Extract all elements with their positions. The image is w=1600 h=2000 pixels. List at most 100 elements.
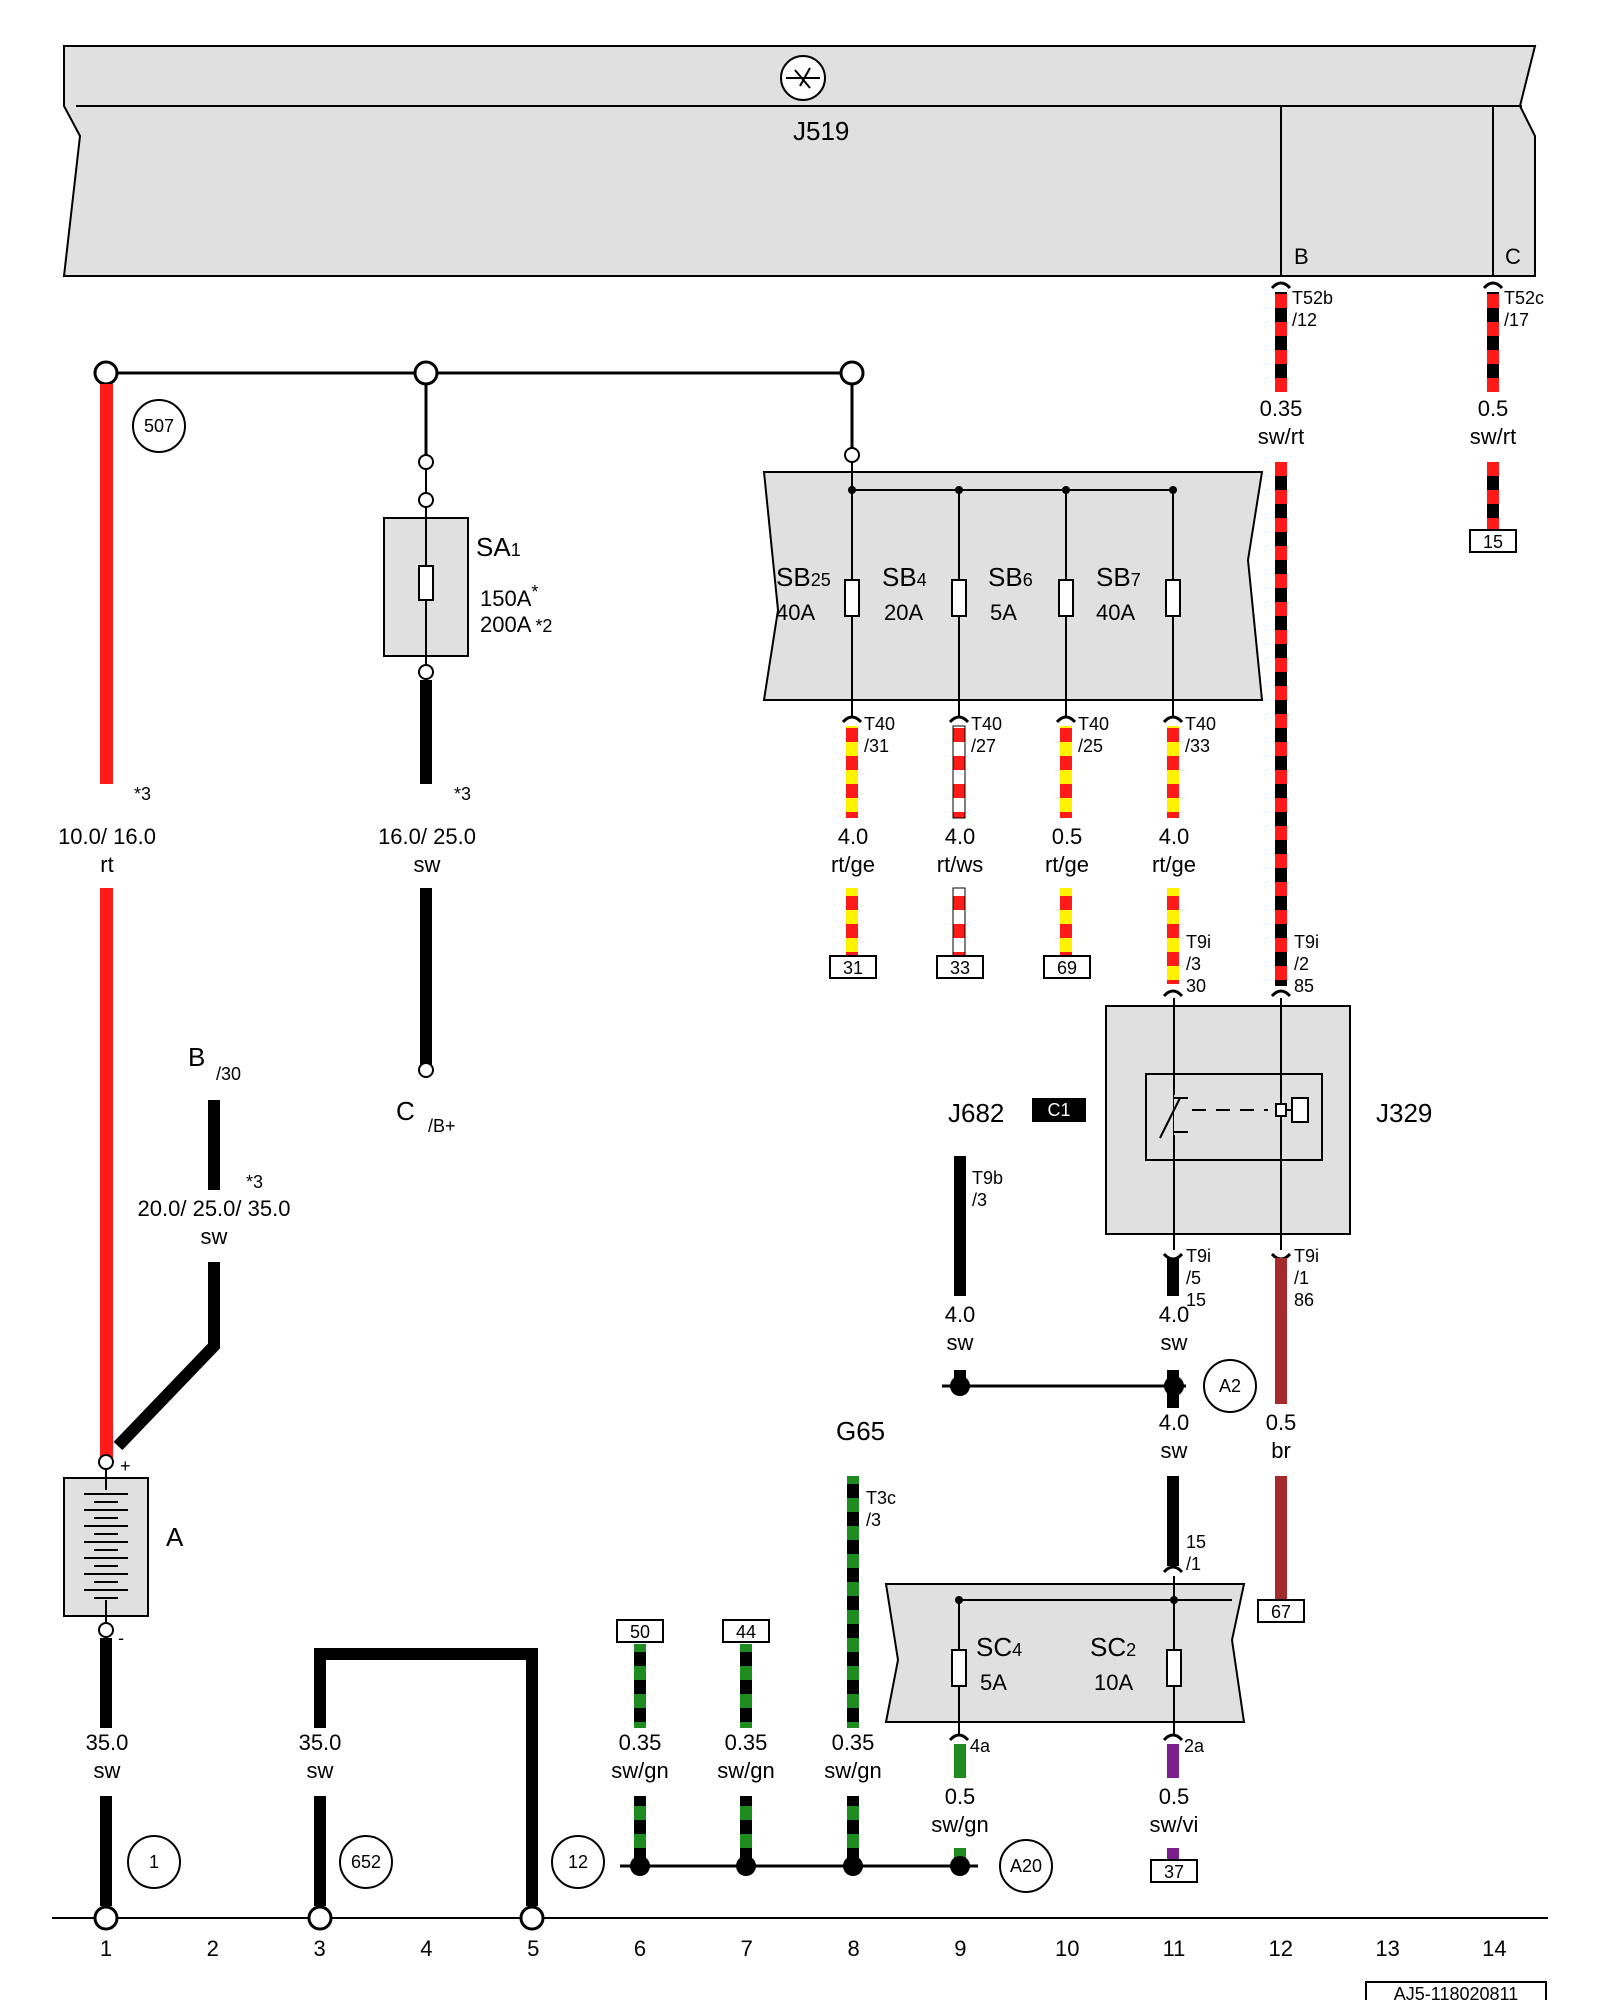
wire-color: rt [100,852,113,877]
ruler-number: 5 [527,1936,539,1961]
image-id-box: AJ5-118020811 [1365,1981,1547,2000]
sb6-rating: 5A [990,600,1017,625]
wire-size: 35.0 [299,1730,342,1755]
svg-text:SB7: SB7 [1096,562,1141,592]
conn-t9i: T9i [1186,1246,1211,1266]
wire-color: sw/gn [717,1758,774,1783]
ruler-number: 8 [847,1936,859,1961]
sb25-name: SB [776,562,811,592]
wire-size: 0.35 [1260,396,1303,421]
ref-box: 37 [1164,1862,1184,1882]
sb7-rating: 40A [1096,600,1135,625]
ruler-number: 10 [1055,1936,1079,1961]
svg-text:SB6: SB6 [988,562,1033,592]
wire-size: 4.0 [945,1302,976,1327]
circle-652: 652 [351,1852,381,1872]
battery-a: + - A [63,1454,184,1648]
sb7-name: SB [1096,562,1131,592]
terminal: 30 [1186,976,1206,996]
wire-color: sw/vi [1150,1812,1199,1837]
sa1-name: SA [476,532,511,562]
fuse-sa1: SA1 150A* 200A*2 [383,384,552,680]
wire-note: *3 [134,784,151,804]
circle-507: 507 [144,416,174,436]
conn-t40: T40 [1078,714,1109,734]
sa1-star2: *2 [535,616,552,636]
svg-text:G65: G65 [836,1416,885,1446]
wire-size: 0.35 [619,1730,662,1755]
sb6-name: SB [988,562,1023,592]
ruler-number: 2 [207,1936,219,1961]
sa1-rating1: 150A [480,586,532,611]
conn-pin: /33 [1185,736,1210,756]
j682-group: J682 C1 T9b /3 4.0 sw [945,1098,1086,1386]
conn-t9b: T9b [972,1168,1003,1188]
conn-t52c-pin: /17 [1504,310,1529,330]
sa1-sub: 1 [511,540,521,560]
conn-pin: /5 [1186,1268,1201,1288]
conn-pin: /27 [971,736,996,756]
splice-a2: A2 [942,1359,1257,1413]
wire-ground-3: 35.0 sw 652 [299,1648,538,1906]
svg-text:SB4: SB4 [882,562,927,592]
b30-pin: /30 [216,1064,241,1084]
sc4-name: SC [976,1632,1012,1662]
sc2-sub: 2 [1126,1640,1136,1660]
wire-size: 4.0 [1159,824,1190,849]
conn-pin: 2a [1184,1736,1205,1756]
ground-symbol-icon [780,55,826,101]
wire-a2-down: 4.0 sw 15 /1 [1159,1386,1206,1574]
svg-text:SC4: SC4 [976,1632,1022,1662]
wire-j329-86: 0.5 br 67 [1257,1258,1305,1623]
b30-name: B [188,1042,205,1072]
circle-a2: A2 [1219,1376,1241,1396]
conn-pin: /31 [864,736,889,756]
sc-in-bot: /1 [1186,1554,1201,1574]
conn-pin: /25 [1078,736,1103,756]
wire-ground-1: 35.0 sw 1 [86,1638,181,1906]
wire-size: 0.35 [725,1730,768,1755]
wire-color: sw/rt [1470,424,1516,449]
ruler-number: 3 [313,1936,325,1961]
ref-box: 67 [1271,1602,1291,1622]
sb25-sub: 25 [811,570,831,590]
battery-label: A [166,1522,184,1552]
sb4-name: SB [882,562,917,592]
wire-j519-c: T52c /17 0.5 sw/rt 15 [1469,281,1544,553]
circle-12: 12 [568,1852,588,1872]
ruler-number: 11 [1163,1936,1186,1961]
sb6-sub: 6 [1023,570,1033,590]
wire-t40-27: T40 /27 4.0 rt/ws 33 [936,714,1002,979]
ref-box: 44 [736,1622,756,1642]
c-name: C [396,1096,415,1126]
wire-color: sw [1161,1438,1188,1463]
sc4-sub: 4 [1012,1640,1022,1660]
wire-color: sw [94,1758,121,1783]
sa1-rating2: 200A [480,612,532,637]
wire-t40-25: T40 /25 0.5 rt/ge 69 [1043,714,1109,979]
wire-note: *3 [246,1172,263,1192]
wire-t40-31: T40 /31 4.0 rt/ge 31 [829,714,895,979]
g65-label: G65 [836,1416,885,1446]
fuse-panel-sb: SB25 40A SB4 20A SB6 5A SB7 40A [762,384,1264,716]
wire-note: *3 [454,784,471,804]
ruler-number: 9 [954,1936,966,1961]
wire-size: 4.0 [1159,1410,1190,1435]
wire-color: sw/gn [611,1758,668,1783]
relay-j329: T9i /3 30 T9i /2 85 J329 T9i /5 15 T9i /… [1105,932,1432,1310]
conn-t9i: T9i [1294,1246,1319,1266]
top-bus [93,360,865,386]
wire-size: 0.5 [1478,396,1509,421]
ruler-number: 7 [741,1936,753,1961]
conn-pin: 4a [970,1736,991,1756]
ruler-number: 13 [1375,1936,1399,1961]
battery-minus: - [118,1628,124,1648]
j519-label: J519 [793,116,849,146]
wire-color: sw/gn [931,1812,988,1837]
wire-sa1-out: *3 16.0/ 25.0 sw C /B+ [378,680,476,1136]
c1-badge-text: C1 [1047,1100,1070,1120]
wire-color: sw/gn [824,1758,881,1783]
wire-size: 0.5 [1159,1784,1190,1809]
battery-plus: + [120,1456,131,1476]
